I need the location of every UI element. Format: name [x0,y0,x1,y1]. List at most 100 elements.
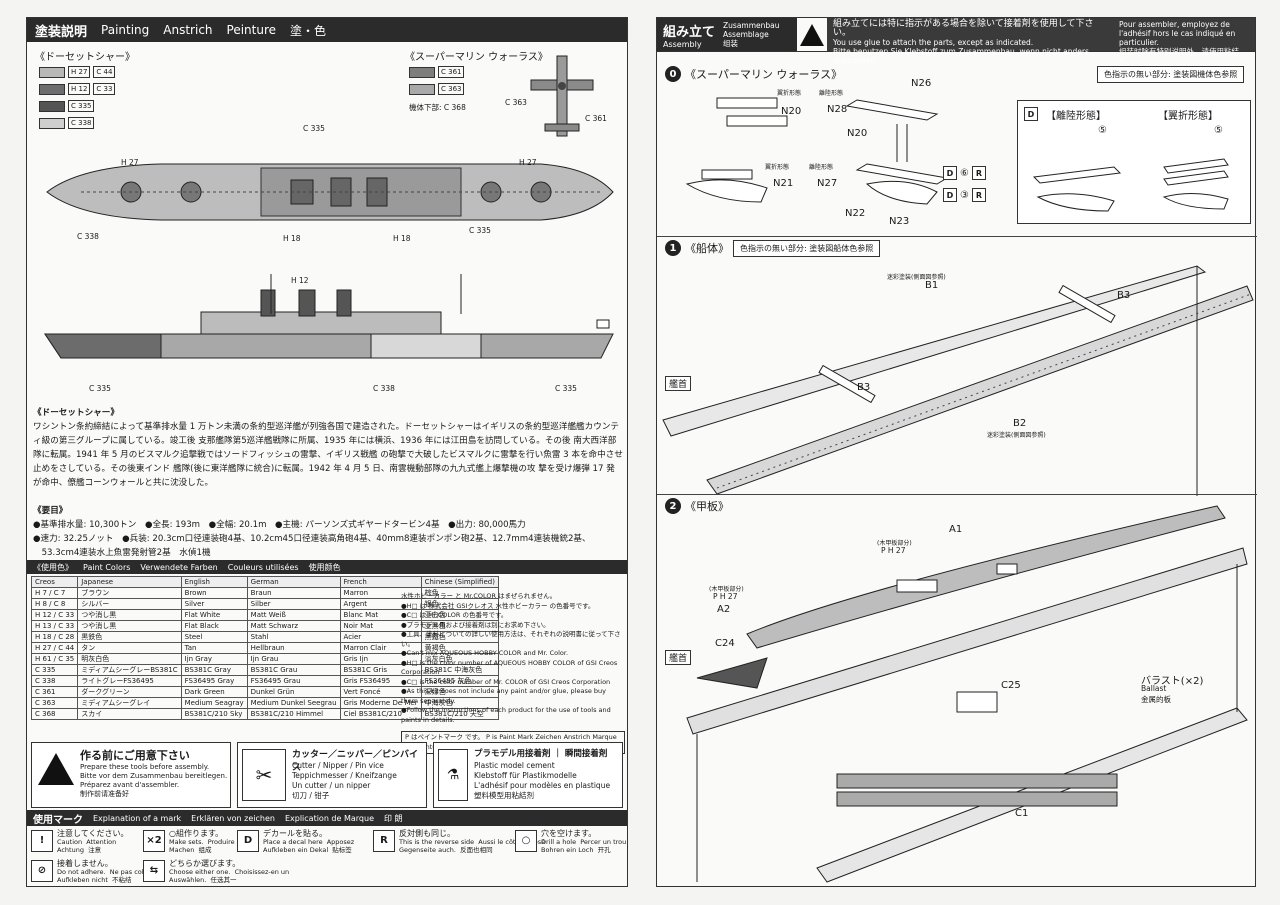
mark-lines: Drill a hole Percer un trou Bohren ein L… [541,838,627,854]
assembly-title-cn: 组装 [723,39,739,48]
table-cell: Matt Weiß [246,609,341,621]
note-line: 水性ホビーカラー と Mr.COLOR はまぜられません。 [401,592,557,600]
table-cell: Braun [246,587,341,599]
assembly-title-fr: Assemblage [723,30,769,39]
tools-title: カッター／ニッパー／ピンバイス [292,750,419,773]
drill-hole-icon: ○ [515,830,537,852]
painting-panel: 塗装説明 Painting Anstrich Peinture 塗・色 《ドーセ… [26,17,628,887]
table-cell: C 361 [30,686,79,698]
paint-colors-bar-fr: Couleurs utilisées [227,562,299,572]
prepare-line: Prepare these tools before assembly. [80,763,210,771]
part-label: N27 [817,178,838,189]
mark-drill-hole: ○ 穴を空けます。Drill a hole Percer un trou Boh… [515,830,627,854]
mark-do-not-adhere: ⊘ 接着しません。Do not adhere. Ne pas coller Au… [31,860,152,884]
note-line: ●Follow the instructions of each product… [401,706,611,724]
ship-side-view-illustration [44,274,614,359]
swatch-row: C 363 [409,83,465,95]
part-label: N28 [827,104,848,115]
scissors-icon: ✂ [242,749,286,801]
table-cell: Ciel BS381C/210 [339,708,422,720]
mark-jp: 反対側も同じ。 [399,829,455,838]
bow-direction-label: 艦首 [665,650,692,665]
wood-deck-note: (木甲板部分) [709,586,744,593]
table-cell: BS381C/210 Sky [180,708,248,720]
note-line: ●C□ は Mr.COLOR の色番号です。 [401,611,508,619]
note-line: ●H□ is the color number of AQUEOUS HOBBY… [401,658,618,677]
part-label: B3 [857,382,871,393]
marks-bar-en: Explanation of a mark [93,813,182,823]
paint-colors-bar-de: Verwendete Farben [140,562,218,572]
table-cell: ミディアムシーグレイ [77,697,182,709]
callout-h27: H 27 [519,158,537,167]
step-1-title: 1 《船体》 [665,240,729,256]
marks-bar: 使用マーク Explanation of a mark Erklären von… [27,810,627,826]
step-divider [657,494,1257,495]
table-cell: Dark Green [180,686,248,698]
swatch-row: H 27 C 44 [39,66,116,78]
variant-label: 【離陸形態】 [1046,111,1106,122]
ship-top-view-illustration [46,163,614,221]
swatch-code: C 33 [93,83,116,95]
mark-jp: どちらか選びます。 [169,859,241,868]
prepare-title: 作る前にご用意下さい [80,749,190,762]
mode-label: 翼折形態 [777,90,802,97]
table-cell: BS381C/210 Himmel [246,708,341,720]
part-label: A2 [717,604,731,615]
painting-header-jp: 塗装説明 [35,24,88,40]
deck-assembly-illustration [686,505,1248,883]
paint-colors-bar-jp: 《使用色》 [33,562,73,572]
tools-line: Un cutter / un nipper [292,781,371,790]
note-line: ●Can't mix AQUEOUS HOBBY COLOR and Mr. C… [401,649,569,657]
part-label: A1 [949,524,963,535]
note-line: ●H□ は 株式会社 GSIクレオス 水性ホビーカラー の色番号です。 [401,601,595,610]
part-label: C1 [1015,808,1029,819]
reverse-side-icon: R [373,830,395,852]
no-glue-icon: ⊘ [31,860,53,882]
glue-bottle-icon: ⚗ [438,749,468,801]
note-line: ●C□ is the color number of Mr. COLOR of … [401,677,611,686]
callout-c335: C 335 [555,384,577,393]
plane-underside-note: 機体下部: C 368 [409,103,466,112]
table-cell: 黒鉄色 [77,631,182,643]
tools-box: ✂ カッター／ニッパー／ピンバイス Cutter / Nipper / Pin … [237,742,427,808]
callout-h18: H 18 [283,234,301,243]
table-cell: ダークグリーン [77,686,182,698]
decal-icon: D [943,188,957,202]
tools-lines: Cutter / Nipper / Pin vice Teppichmesser… [292,761,397,801]
swatch-row: C 338 [39,117,95,129]
decal-number: ⑤ [1098,125,1107,136]
table-header: German [246,576,341,588]
assembly-title-de: Zusammenbau [723,21,780,30]
hull-assembly-illustration [662,265,1254,496]
table-cell: Ijn Grau [246,653,341,665]
part-label: N22 [845,208,866,219]
camouflage-note: 迷彩塗装(側面図参照) [987,432,1046,439]
callout-h27: P H 27 [881,546,906,555]
ballast-label-cn: 金属的板 [1141,695,1171,704]
table-cell: H 27 / C 44 [30,642,79,654]
table-cell: Brown [180,587,248,599]
tools-line: Teppichmesser / Kneifzange [292,771,397,780]
callout-c361: C 361 [585,114,607,123]
mode-label: 翼折形態 [765,164,790,171]
variant-label: 【翼折形態】 [1158,111,1218,122]
callout-h18: H 18 [393,234,411,243]
warning-icon [797,18,827,51]
marks-bar-de: Erklären von zeichen [191,813,275,823]
table-cell: C 335 [30,664,79,676]
decal-callout: D ③ R [943,188,986,202]
table-cell: H 7 / C 7 [30,587,79,599]
tools-line: 切刀 / 钳子 [292,791,330,800]
step-title-text: 《スーパーマリン ウォーラス》 [685,68,843,81]
mode-label: 離陸形態 [819,90,844,97]
color-swatch [409,66,435,78]
table-cell: スカイ [77,708,182,720]
specs-line-2: ●速力: 32.25ノット ●兵装: 20.3cm口径連装砲4基、10.2cm4… [33,534,591,544]
cement-line: Klebstoff für Plastikmodelle [474,771,577,780]
marks-bar-cn: 印 朗 [384,813,403,823]
callout-h27: H 27 [121,158,139,167]
painting-header-en: Painting [101,23,150,37]
callout-c338: C 338 [77,232,99,241]
